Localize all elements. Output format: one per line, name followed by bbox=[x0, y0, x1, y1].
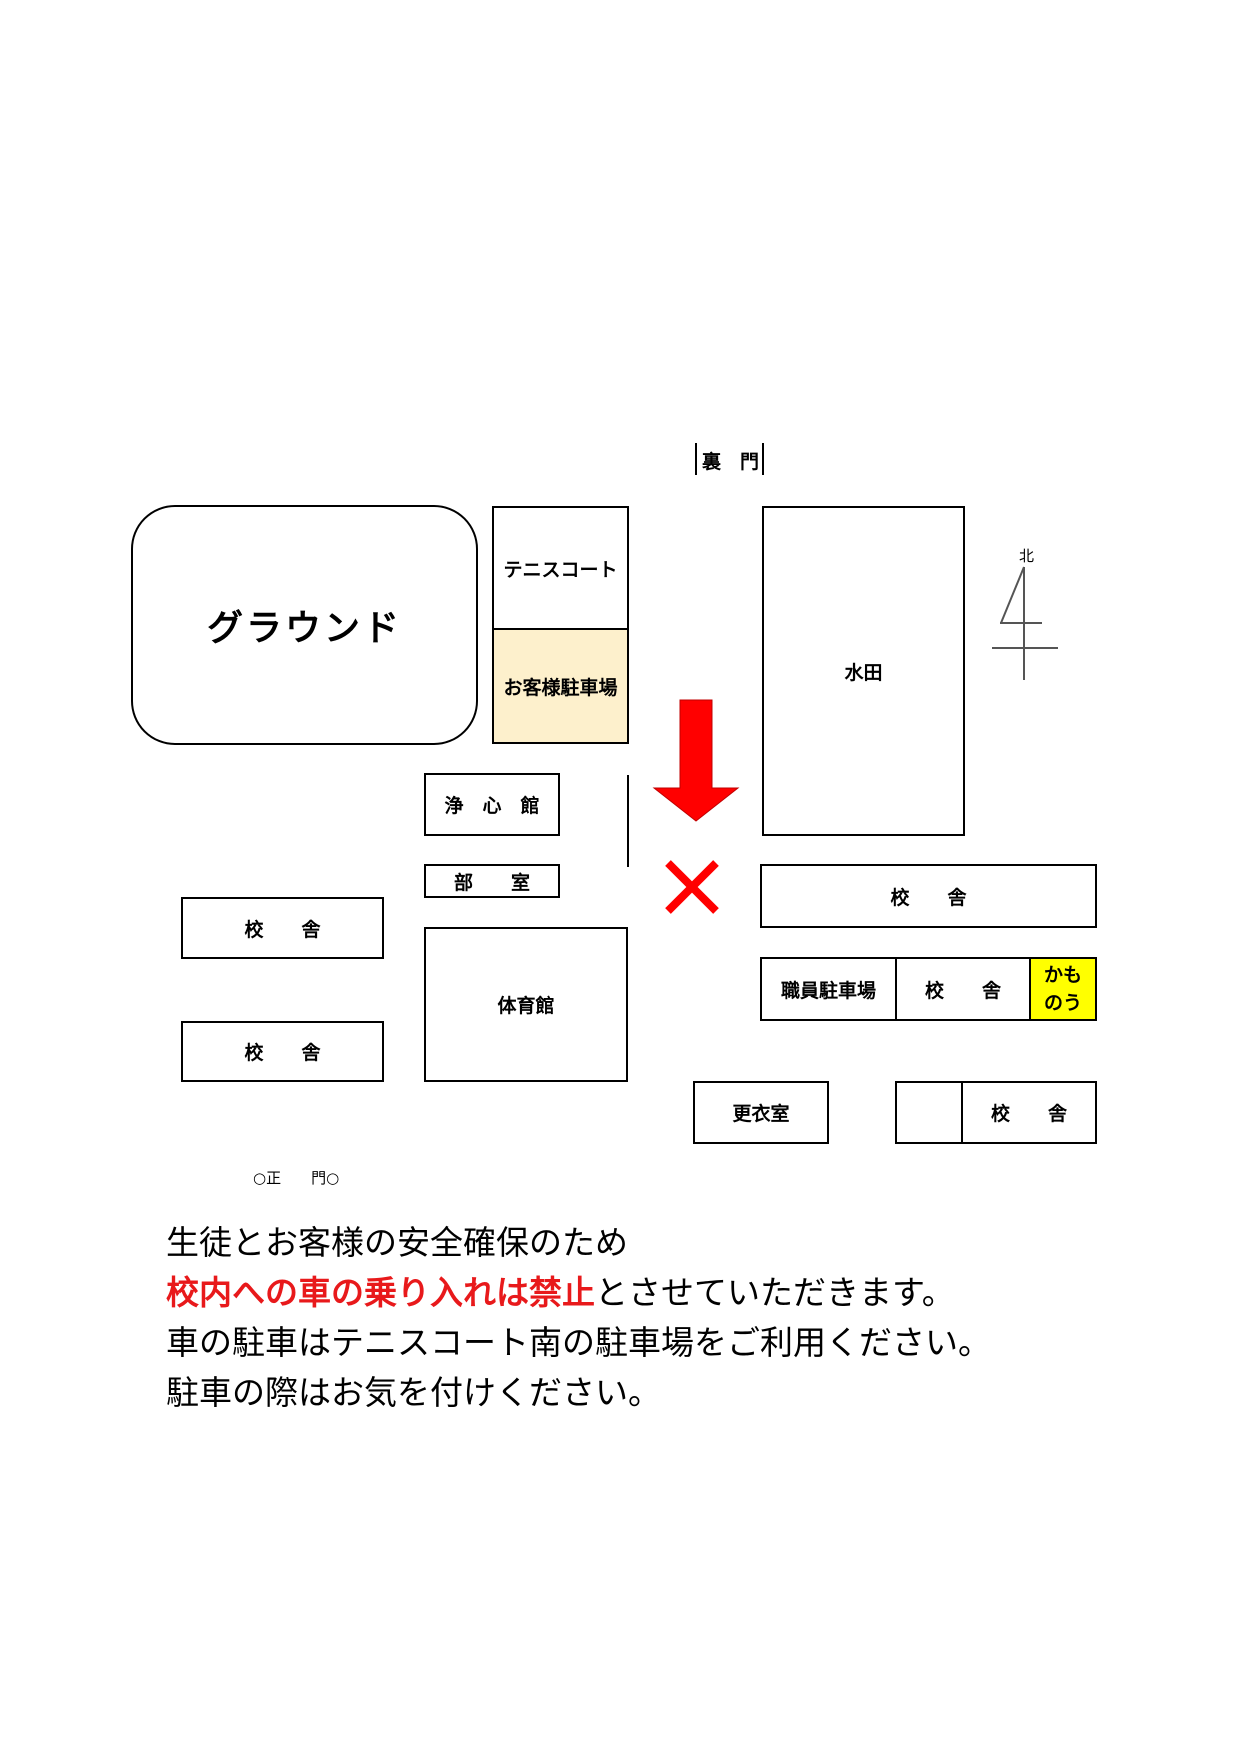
tennis-court: テニスコート bbox=[492, 506, 629, 630]
club-room: 部 室 bbox=[424, 864, 560, 898]
kamonou: かも のう bbox=[1029, 957, 1097, 1021]
parking-notice: 生徒とお客様の安全確保のため 校内への車の乗り入れは禁止とさせていただきます。 … bbox=[166, 1218, 991, 1418]
gymnasium: 体育館 bbox=[424, 927, 628, 1082]
guest-parking: お客様駐車場 bbox=[492, 628, 629, 744]
north-label: 北 bbox=[1019, 547, 1035, 565]
notice-line-2: 校内への車の乗り入れは禁止とさせていただきます。 bbox=[166, 1268, 991, 1318]
notice-line-4: 駐車の際はお気を付けください。 bbox=[166, 1373, 661, 1412]
kamonou-label: かも のう bbox=[1043, 964, 1082, 1014]
back-gate-post-right bbox=[762, 443, 764, 475]
road-line bbox=[627, 775, 629, 867]
school-building-label: 校 舎 bbox=[924, 979, 1001, 1002]
school-building-label: 校 舎 bbox=[990, 1103, 1067, 1125]
club-room-label: 部 室 bbox=[453, 871, 530, 894]
notice-prohibition: 校内への車の乗り入れは禁止 bbox=[166, 1273, 595, 1312]
school-building-label: 校 舎 bbox=[890, 886, 967, 909]
north-arrow-icon bbox=[992, 566, 1058, 680]
changing-room-label: 更衣室 bbox=[732, 1103, 790, 1125]
school-building-label: 校 舎 bbox=[244, 1042, 321, 1064]
empty-building bbox=[895, 1081, 963, 1144]
school-building-right-upper: 校 舎 bbox=[760, 864, 1097, 928]
staff-parking-label: 職員駐車場 bbox=[780, 979, 876, 1002]
back-gate-label: 裏 門 bbox=[702, 451, 760, 473]
guest-parking-label: お客様駐車場 bbox=[503, 676, 618, 699]
paddy-field: 水田 bbox=[762, 506, 965, 836]
joshinkan-label: 浄 心 館 bbox=[444, 795, 540, 817]
gymnasium-label: 体育館 bbox=[497, 995, 555, 1017]
school-building-right-lower: 校 舎 bbox=[961, 1081, 1097, 1144]
main-gate-label: ○正 門○ bbox=[253, 1169, 340, 1187]
back-gate-post-left bbox=[695, 443, 697, 475]
notice-line-1: 生徒とお客様の安全確保のため bbox=[166, 1223, 628, 1262]
paddy-field-label: 水田 bbox=[844, 661, 883, 684]
school-building-left-lower: 校 舎 bbox=[181, 1021, 384, 1082]
tennis-court-label: テニスコート bbox=[503, 558, 618, 581]
joshinkan: 浄 心 館 bbox=[424, 773, 560, 836]
changing-room: 更衣室 bbox=[693, 1081, 829, 1144]
down-arrow-icon bbox=[652, 699, 740, 822]
staff-parking: 職員駐車場 bbox=[760, 957, 897, 1021]
notice-line-2-rest: とさせていただきます。 bbox=[595, 1273, 955, 1312]
school-building-left-upper: 校 舎 bbox=[181, 897, 384, 959]
school-building-right-middle: 校 舎 bbox=[895, 957, 1031, 1021]
ground: グラウンド bbox=[131, 505, 478, 745]
no-entry-x-icon bbox=[665, 860, 719, 914]
ground-label: グラウンド bbox=[206, 608, 402, 649]
notice-line-3: 車の駐車はテニスコート南の駐車場をご利用ください。 bbox=[166, 1323, 991, 1362]
school-building-label: 校 舎 bbox=[244, 918, 321, 941]
